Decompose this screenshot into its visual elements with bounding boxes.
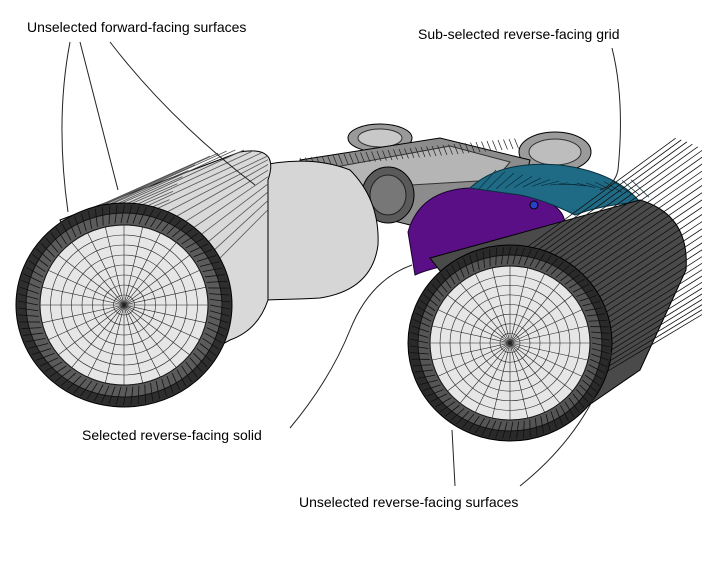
leader-selected [289,264,413,429]
label-unselected-forward-facing: Unselected forward-facing surfaces [27,19,246,35]
highlight-point [529,200,539,210]
leader-reverse-1 [451,429,456,487]
right-barrel [407,137,702,442]
rear-eyepiece-right [518,131,592,173]
leader-forward-3 [109,41,256,186]
leader-subselected [599,47,621,191]
leader-reverse-2 [519,351,613,487]
leader-forward-1 [61,41,71,213]
leader-forward-2 [79,41,119,191]
leader-lines [61,41,621,487]
left-barrel [15,149,379,408]
label-subselected-reverse-facing-grid: Sub-selected reverse-facing grid [418,26,620,42]
label-selected-reverse-facing-solid: Selected reverse-facing solid [82,427,262,443]
label-unselected-reverse-facing: Unselected reverse-facing surfaces [299,494,518,510]
focus-wheel [361,166,415,224]
